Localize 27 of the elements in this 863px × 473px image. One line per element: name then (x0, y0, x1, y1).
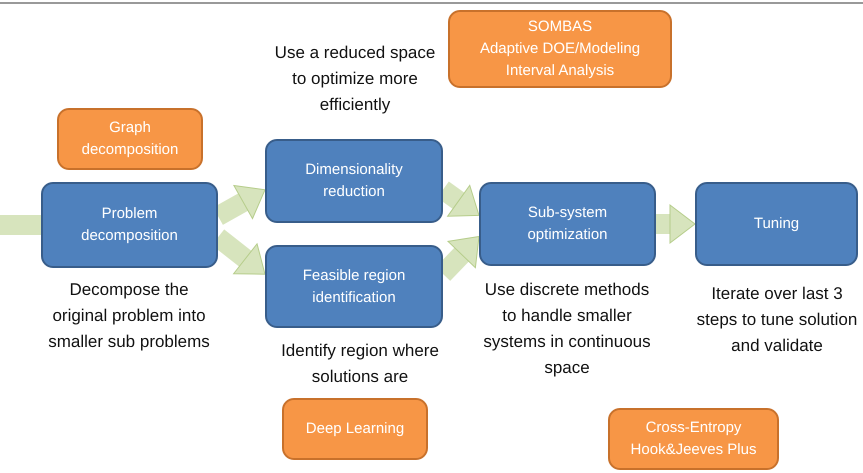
description-text: Identify region where solutions are (280, 340, 440, 388)
method-box (57, 108, 203, 170)
box-text: Cross-Entropy (646, 418, 742, 438)
description-text: Iterate over last 3 steps to tune solution and validate (696, 283, 858, 357)
block-arrow (656, 204, 696, 244)
box-text: Feasible region identification (302, 266, 406, 308)
note-text: Use a reduced space to optimize more efficiently (274, 42, 436, 116)
box-text: Tuning (754, 214, 800, 234)
process-box (695, 182, 858, 266)
box-text: Dimensionality reduction (304, 160, 404, 202)
box-text: Adaptive DOE/Modeling (480, 39, 640, 59)
box-text: Deep Learning (306, 419, 404, 439)
method-box (448, 10, 672, 88)
box-text: Hook&Jeeves Plus (630, 440, 756, 460)
method-box (608, 408, 779, 470)
process-box (479, 182, 656, 266)
box-text: Interval Analysis (506, 61, 614, 81)
description-text: Use discrete methods to handle smaller systems in continuous space (482, 279, 652, 379)
process-box (41, 182, 218, 268)
box-text: SOMBAS (528, 17, 592, 37)
box-text: Graph decomposition (80, 118, 180, 160)
method-box (282, 398, 428, 460)
process-box (265, 245, 443, 328)
box-text: Problem decomposition (80, 204, 179, 246)
box-text: Sub-system optimization (526, 203, 609, 245)
description-text: Decompose the original problem into smaller sub problems (47, 279, 211, 353)
process-box (265, 139, 443, 223)
